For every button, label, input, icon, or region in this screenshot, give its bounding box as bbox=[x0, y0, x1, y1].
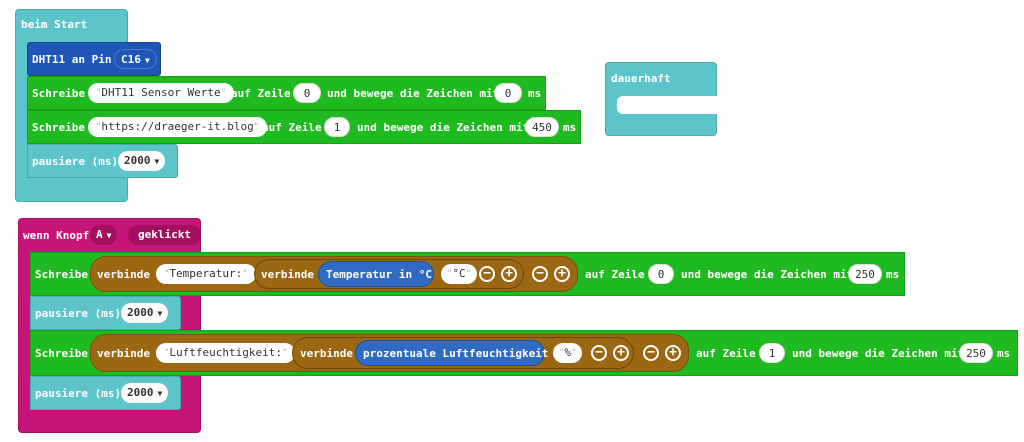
line-label: auf Zeile bbox=[262, 121, 322, 134]
line-input-3[interactable]: 0 bbox=[648, 264, 674, 284]
unit-label: ms bbox=[528, 87, 542, 100]
show-string-label: Schreibe bbox=[32, 121, 85, 134]
join-label: verbinde bbox=[97, 347, 150, 360]
forever-slot bbox=[617, 96, 718, 114]
button-dropdown[interactable]: A▼ bbox=[90, 225, 118, 245]
on-start-label: beim Start bbox=[21, 18, 88, 31]
line-label: auf Zeile bbox=[585, 268, 645, 281]
move-label: und bewege die Zeichen mit bbox=[327, 87, 500, 100]
humidity-reporter[interactable] bbox=[355, 340, 545, 366]
move-label: und bewege die Zeichen mit bbox=[792, 347, 965, 360]
minus-circle-icon[interactable]: − bbox=[591, 345, 607, 361]
join-label: verbinde bbox=[300, 347, 353, 360]
string-input-1[interactable]: "DHT11 Sensor Werte" bbox=[88, 83, 235, 103]
move-label: und bewege die Zeichen mit bbox=[357, 121, 530, 134]
minus-circle-icon[interactable]: − bbox=[532, 266, 548, 282]
caret-down-icon: ▼ bbox=[157, 309, 163, 318]
line-input-2[interactable]: 1 bbox=[324, 117, 350, 137]
move-label: und bewege die Zeichen mit bbox=[681, 268, 854, 281]
move-input-1[interactable]: 0 bbox=[494, 83, 522, 103]
caret-down-icon: ▼ bbox=[157, 389, 163, 398]
show-string-label: Schreibe bbox=[35, 347, 88, 360]
show-string-label: Schreibe bbox=[35, 268, 88, 281]
pause-value: 2000 bbox=[124, 154, 151, 167]
join-text-input-1[interactable]: "Temperatur:" bbox=[156, 264, 256, 284]
join-label: verbinde bbox=[261, 268, 314, 281]
button-value: A bbox=[96, 228, 103, 241]
temperature-reporter-label: Temperatur in °C bbox=[326, 268, 432, 281]
caret-down-icon: ▼ bbox=[144, 56, 150, 65]
join-text-input-2[interactable]: "°C" bbox=[441, 264, 478, 284]
plus-circle-icon[interactable]: + bbox=[613, 345, 629, 361]
pause-label: pausiere (ms) bbox=[35, 387, 122, 400]
event-dropdown[interactable]: geklickt bbox=[128, 225, 201, 245]
string-value: DHT11 Sensor Werte bbox=[101, 86, 221, 99]
button-event-label: wenn Knopf bbox=[23, 229, 90, 242]
pause-value: 2000 bbox=[127, 306, 154, 319]
line-input-1[interactable]: 0 bbox=[293, 83, 321, 103]
pause-dropdown-3[interactable]: 2000▼ bbox=[121, 383, 169, 403]
string-value: Temperatur: bbox=[169, 267, 243, 280]
pause-dropdown-2[interactable]: 2000▼ bbox=[121, 303, 169, 323]
forever-label: dauerhaft bbox=[611, 72, 671, 85]
caret-down-icon: ▼ bbox=[154, 157, 160, 166]
minus-circle-icon[interactable]: − bbox=[479, 266, 495, 282]
string-value: % bbox=[564, 346, 572, 359]
line-label: auf Zeile bbox=[696, 347, 756, 360]
string-value: °C bbox=[452, 267, 466, 280]
unit-label: ms bbox=[997, 347, 1011, 360]
join-label: verbinde bbox=[97, 268, 150, 281]
string-value: https://draeger-it.blog bbox=[101, 120, 254, 133]
line-input-4[interactable]: 1 bbox=[759, 343, 785, 363]
pause-dropdown-1[interactable]: 2000▼ bbox=[118, 151, 166, 171]
string-value: Luftfeuchtigkeit: bbox=[169, 346, 283, 359]
show-string-label: Schreibe bbox=[32, 87, 85, 100]
unit-label: ms bbox=[886, 268, 900, 281]
move-input-3[interactable]: 250 bbox=[848, 264, 882, 284]
pin-dropdown[interactable]: C16▼ bbox=[114, 49, 157, 69]
move-input-4[interactable]: 250 bbox=[959, 343, 993, 363]
pause-label: pausiere (ms) bbox=[35, 307, 122, 320]
humidity-reporter-label: prozentuale Luftfeuchtigkeit bbox=[363, 347, 549, 360]
string-input-2[interactable]: "https://draeger-it.blog" bbox=[88, 117, 268, 137]
caret-down-icon: ▼ bbox=[106, 231, 112, 240]
move-input-2[interactable]: 450 bbox=[525, 117, 559, 137]
join-text-input-4[interactable]: "%" bbox=[553, 343, 583, 363]
unit-label: ms bbox=[563, 121, 577, 134]
pause-label: pausiere (ms) bbox=[32, 155, 119, 168]
line-label: auf Zeile bbox=[231, 87, 291, 100]
plus-circle-icon[interactable]: + bbox=[554, 266, 570, 282]
plus-circle-icon[interactable]: + bbox=[501, 266, 517, 282]
dht11-pin-label: DHT11 an Pin bbox=[32, 53, 112, 66]
plus-circle-icon[interactable]: + bbox=[665, 345, 681, 361]
pin-value: C16 bbox=[121, 53, 141, 66]
temperature-reporter[interactable] bbox=[318, 261, 434, 287]
join-text-input-3[interactable]: "Luftfeuchtigkeit:" bbox=[156, 343, 296, 363]
minus-circle-icon[interactable]: − bbox=[643, 345, 659, 361]
pause-value: 2000 bbox=[127, 386, 154, 399]
